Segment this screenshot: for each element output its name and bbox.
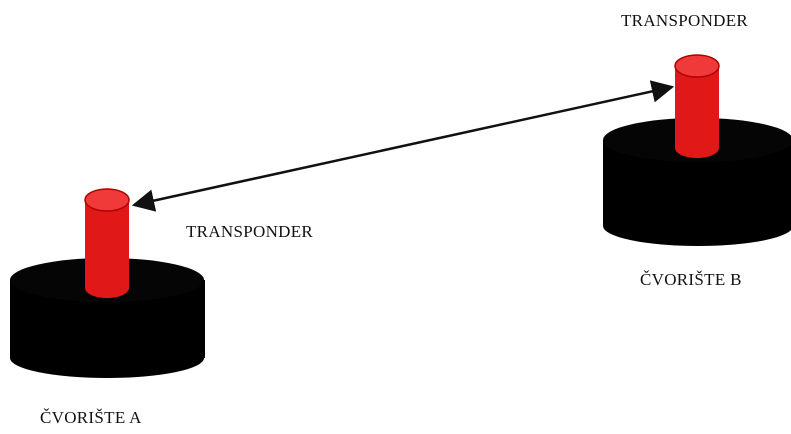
- transponder-a-label: TRANSPONDER: [186, 222, 314, 241]
- node-b-transponder: [674, 54, 720, 158]
- transponder-b-label: TRANSPONDER: [621, 11, 749, 30]
- node-a-transponder: [84, 188, 130, 298]
- node-b: [603, 54, 791, 246]
- link-arrow: [131, 80, 675, 212]
- node-a: [10, 188, 205, 378]
- node-a-label: ČVORIŠTE A: [40, 408, 142, 427]
- node-b-label: ČVORIŠTE B: [640, 270, 742, 289]
